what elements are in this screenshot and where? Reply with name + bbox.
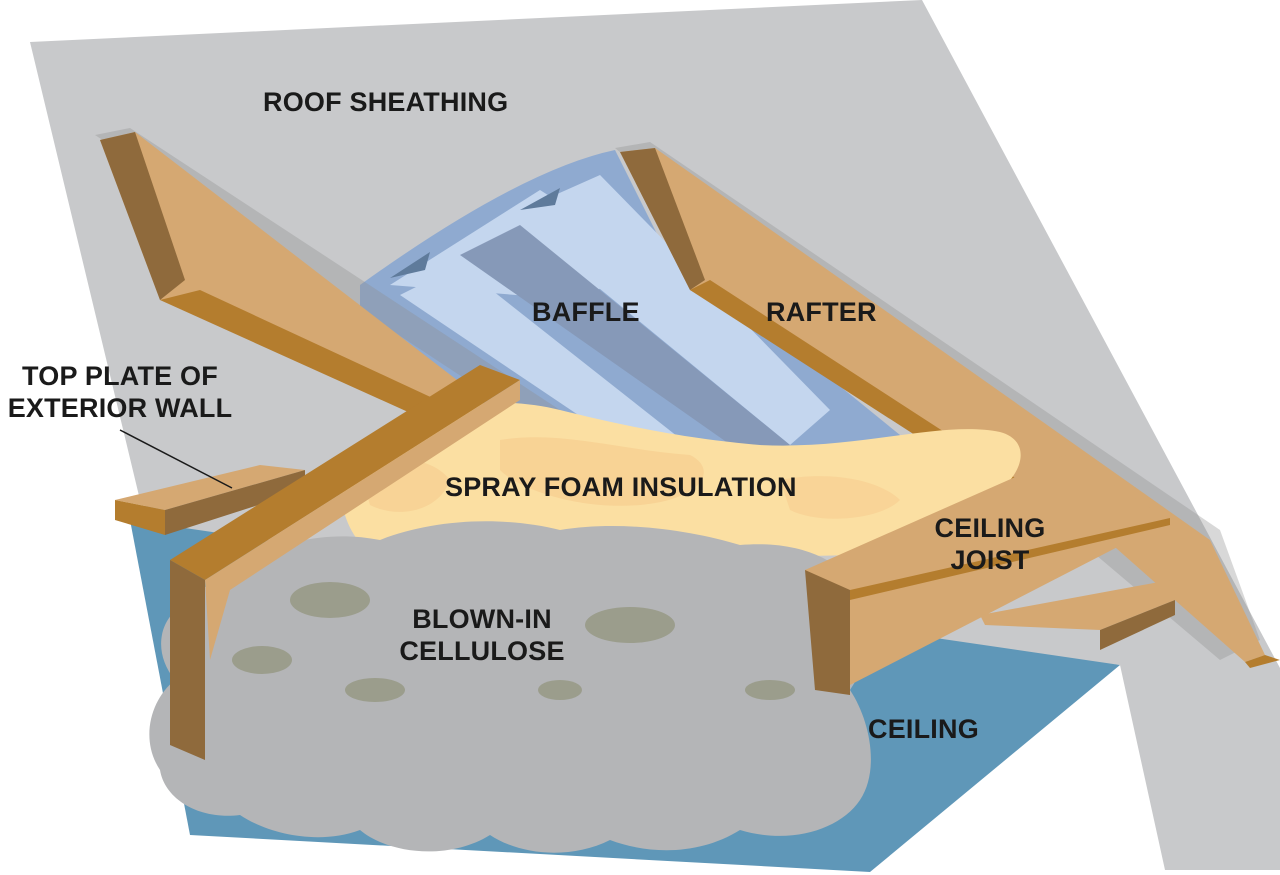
blown-in-label-line2: CELLULOSE — [399, 636, 565, 667]
roof-sheathing-label: ROOF SHEATHING — [263, 87, 509, 117]
rafter-label: RAFTER — [766, 297, 877, 327]
spray-foam-label: SPRAY FOAM INSULATION — [445, 472, 797, 502]
ceiling-joist-label: CEILING JOIST — [920, 512, 1060, 577]
blown-in-label-line1: BLOWN-IN — [412, 604, 552, 634]
baffle-label: BAFFLE — [532, 297, 640, 327]
ceiling-label: CEILING — [868, 714, 979, 744]
right-ceiling-joist — [805, 455, 1175, 695]
top-plate — [115, 465, 305, 535]
ceiling-joist-label-line1: CEILING — [934, 513, 1046, 543]
left-rafter — [95, 128, 560, 440]
blown-in-cellulose — [149, 521, 871, 853]
ceiling-joist-label-line2: JOIST — [950, 545, 1030, 576]
left-ceiling-joist — [170, 365, 520, 760]
blown-in-cellulose-label: BLOWN-IN CELLULOSE — [392, 603, 572, 668]
top-plate-leader-line — [119, 429, 233, 489]
top-plate-label: TOP PLATE OF EXTERIOR WALL — [0, 360, 240, 425]
top-plate-label-line1: TOP PLATE OF — [22, 361, 218, 391]
top-plate-label-line2: EXTERIOR WALL — [7, 393, 233, 424]
